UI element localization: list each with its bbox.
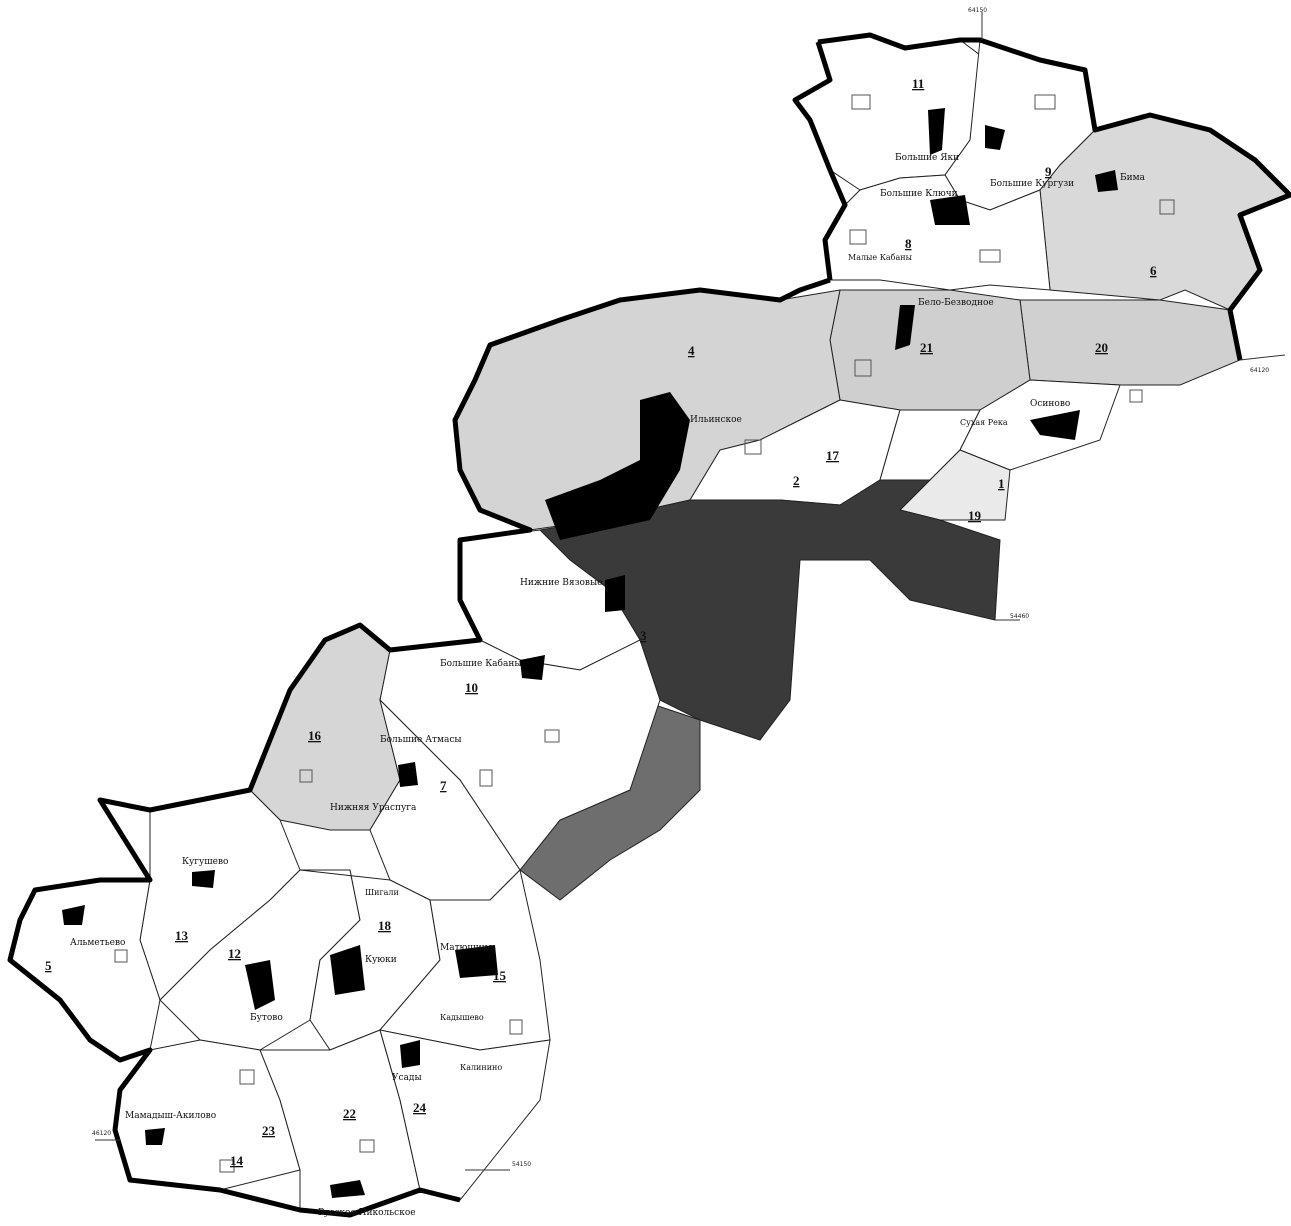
minor-settlement [114, 949, 128, 963]
minor-settlement [744, 439, 762, 455]
district-number-labels: 1 2 3 4 5 6 7 8 9 10 11 12 13 14 15 16 1… [45, 76, 1157, 1168]
settlement-blot-bima [1095, 170, 1118, 192]
settlement-label-nikolskoe: Русское Никольское [318, 1208, 416, 1218]
edge-mark-west: 46120 [92, 1130, 111, 1137]
settlement-label-suhaya-reka: Сухая Река [960, 418, 1008, 427]
minor-settlement [359, 1139, 375, 1153]
settlement-label-osinovo: Осиново [1030, 399, 1070, 409]
minor-settlement [239, 1069, 255, 1085]
district-area-20[interactable] [1019, 299, 1241, 386]
settlement-blot-osinovo [1030, 410, 1080, 440]
district-number-21: 21 [920, 340, 933, 355]
settlement-blot-kugushevo [192, 870, 215, 888]
settlement-blot-klyuchi [930, 195, 970, 225]
settlement-label-kurguzi: Большие Кургузи [990, 179, 1074, 189]
minor-settlement [979, 249, 1001, 263]
settlement-label-yaki: Большие Яки [895, 153, 959, 163]
minor-settlement [854, 359, 872, 377]
minor-settlement [851, 94, 871, 110]
minor-settlement [1159, 199, 1175, 215]
minor-settlement [509, 1019, 523, 1035]
district-number-20: 20 [1095, 340, 1108, 355]
district-number-9: 9 [1045, 164, 1052, 179]
district-number-2: 2 [793, 473, 800, 488]
district-number-7: 7 [440, 778, 447, 793]
minor-settlement [849, 229, 867, 245]
settlement-label-klyuchi: Большие Ключи [880, 189, 958, 199]
settlement-label-akilovo: Мамадыш-Акилово [125, 1111, 216, 1121]
settlement-label-usady: Усады [392, 1073, 422, 1083]
edge-tick [1239, 354, 1286, 361]
district-number-5: 5 [45, 958, 52, 973]
major-settlement-markers [62, 108, 1118, 1198]
minor-settlement [299, 769, 313, 783]
district-number-11: 11 [912, 76, 924, 91]
settlement-label-uraspuga: Нижняя Ураспуга [330, 803, 417, 813]
district-number-24: 24 [413, 1100, 427, 1115]
settlement-blot-bezvodnoe [895, 305, 915, 350]
settlement-blot-nikolskoe [330, 1180, 365, 1198]
district-number-1: 1 [998, 476, 1005, 491]
edge-mark-south: 54150 [512, 1161, 531, 1168]
settlement-label-matyushino: Матюшино [440, 943, 493, 953]
minor-settlement-markers [114, 94, 1175, 1173]
settlement-blot-almetevo [62, 905, 85, 925]
settlement-label-butovo: Бутово [250, 1013, 283, 1023]
district-number-6: 6 [1150, 263, 1157, 278]
settlement-label-atmasy: Большие Атмасы [380, 735, 462, 745]
minor-settlement [1129, 389, 1143, 403]
edge-mark-southeast: 54460 [1010, 613, 1029, 620]
district-number-23: 23 [262, 1123, 276, 1138]
settlement-name-labels: Большие Яки Большие Кургузи Большие Ключ… [70, 153, 1146, 1218]
district-number-4: 4 [688, 343, 695, 358]
edge-mark-east: 64120 [1250, 367, 1269, 374]
district-number-22: 22 [343, 1106, 356, 1121]
district-area-24[interactable] [379, 1029, 551, 1201]
district-number-16: 16 [308, 728, 322, 743]
district-number-19: 19 [968, 508, 982, 523]
region-outer-boundary [7, 32, 1291, 1218]
settlement-blot-kurguzi [985, 125, 1005, 150]
settlement-blot-big-dark [545, 392, 690, 540]
settlement-blot-akilovo [145, 1128, 165, 1145]
settlement-blot-vyazovye [605, 575, 625, 612]
district-number-3: 3 [640, 628, 647, 643]
minor-settlement [479, 769, 493, 787]
district-number-12: 12 [228, 946, 241, 961]
minor-settlement [544, 729, 560, 743]
settlement-blot-usady [400, 1040, 420, 1068]
edge-marks: 64150 64120 54460 46120 54150 [92, 7, 1286, 1171]
district-number-17: 17 [826, 448, 840, 463]
settlement-label-kadyshevo: Кадышево [440, 1013, 484, 1022]
district-number-10: 10 [465, 680, 478, 695]
settlement-label-ilinskoe: Ильинское [690, 415, 742, 425]
settlement-label-malye-kabany: Малые Кабаны [848, 253, 913, 262]
settlement-blot-kabany [520, 655, 545, 680]
settlement-label-bezvodnoe: Бело-Безводное [918, 298, 994, 308]
settlement-label-kugushevo: Кугушево [182, 857, 228, 867]
district-number-18: 18 [378, 918, 392, 933]
settlement-blot-center15 [455, 945, 498, 978]
settlement-label-kabany: Большие Кабаны [440, 658, 521, 669]
settlement-label-bima: Бима [1120, 173, 1146, 183]
district-number-13: 13 [175, 928, 189, 943]
settlement-blot-kuyuki [330, 945, 365, 995]
district-number-8: 8 [905, 236, 912, 251]
settlement-label-shigali: Шигали [365, 888, 399, 897]
district-shapes [9, 34, 1291, 1216]
edge-mark-top: 64150 [968, 7, 987, 14]
district-number-15: 15 [493, 968, 507, 983]
minor-settlement [219, 1159, 235, 1173]
district-number-14: 14 [230, 1153, 244, 1168]
settlement-label-kuyuki: Куюки [365, 955, 397, 965]
settlement-label-vyazovye: Нижние Вязовые [520, 578, 603, 588]
settlement-blot-atmasy [398, 762, 418, 787]
settlement-label-almetevo: Альметьево [70, 938, 125, 948]
settlement-blot-yaki [928, 108, 945, 155]
settlement-blot-butovo [245, 960, 275, 1010]
settlement-label-kalinino: Калинино [460, 1063, 502, 1072]
minor-settlement [1034, 94, 1056, 110]
